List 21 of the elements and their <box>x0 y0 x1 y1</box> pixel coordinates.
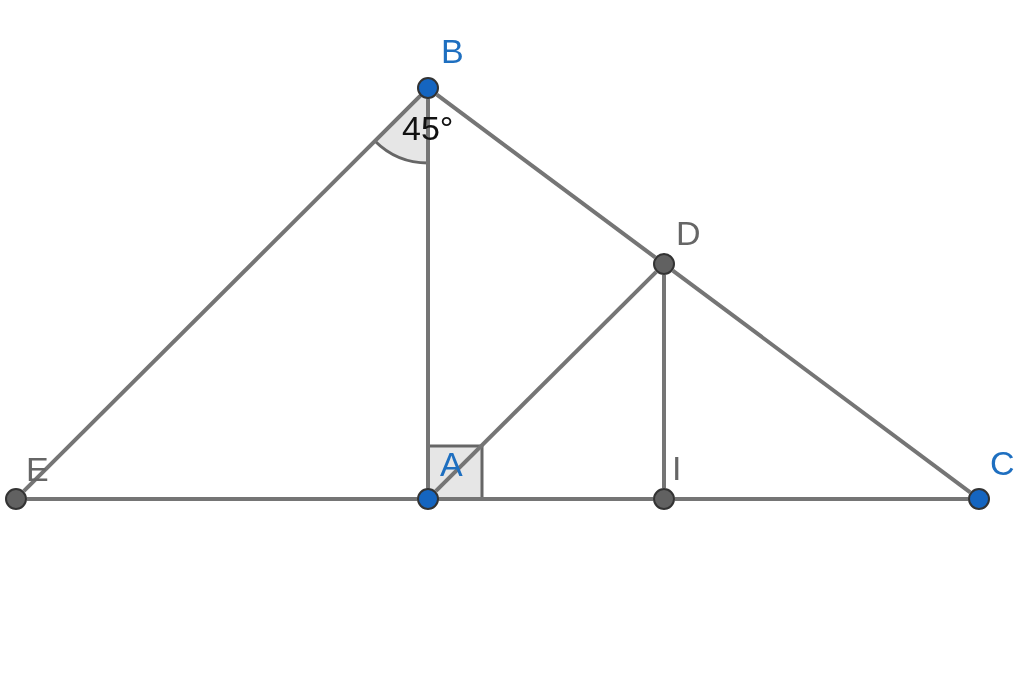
point-label: I <box>672 451 682 485</box>
line-segment <box>439 497 653 501</box>
line-segment <box>435 93 657 259</box>
point-label: B <box>441 34 464 68</box>
line-segment <box>675 497 968 501</box>
line-segment <box>434 270 658 493</box>
point-marker <box>653 253 675 275</box>
angle-label: 45° <box>402 111 454 145</box>
point-marker <box>653 488 675 510</box>
point-label: A <box>440 447 463 481</box>
line-segment <box>671 269 972 494</box>
point-marker <box>5 488 27 510</box>
point-marker <box>417 488 439 510</box>
line-segment <box>662 275 666 488</box>
point-label: D <box>676 216 701 250</box>
point-marker <box>968 488 990 510</box>
line-segment <box>27 497 417 501</box>
line-segment <box>426 99 430 488</box>
point-label: C <box>990 446 1015 480</box>
point-marker <box>417 77 439 99</box>
line-segment <box>22 94 422 493</box>
